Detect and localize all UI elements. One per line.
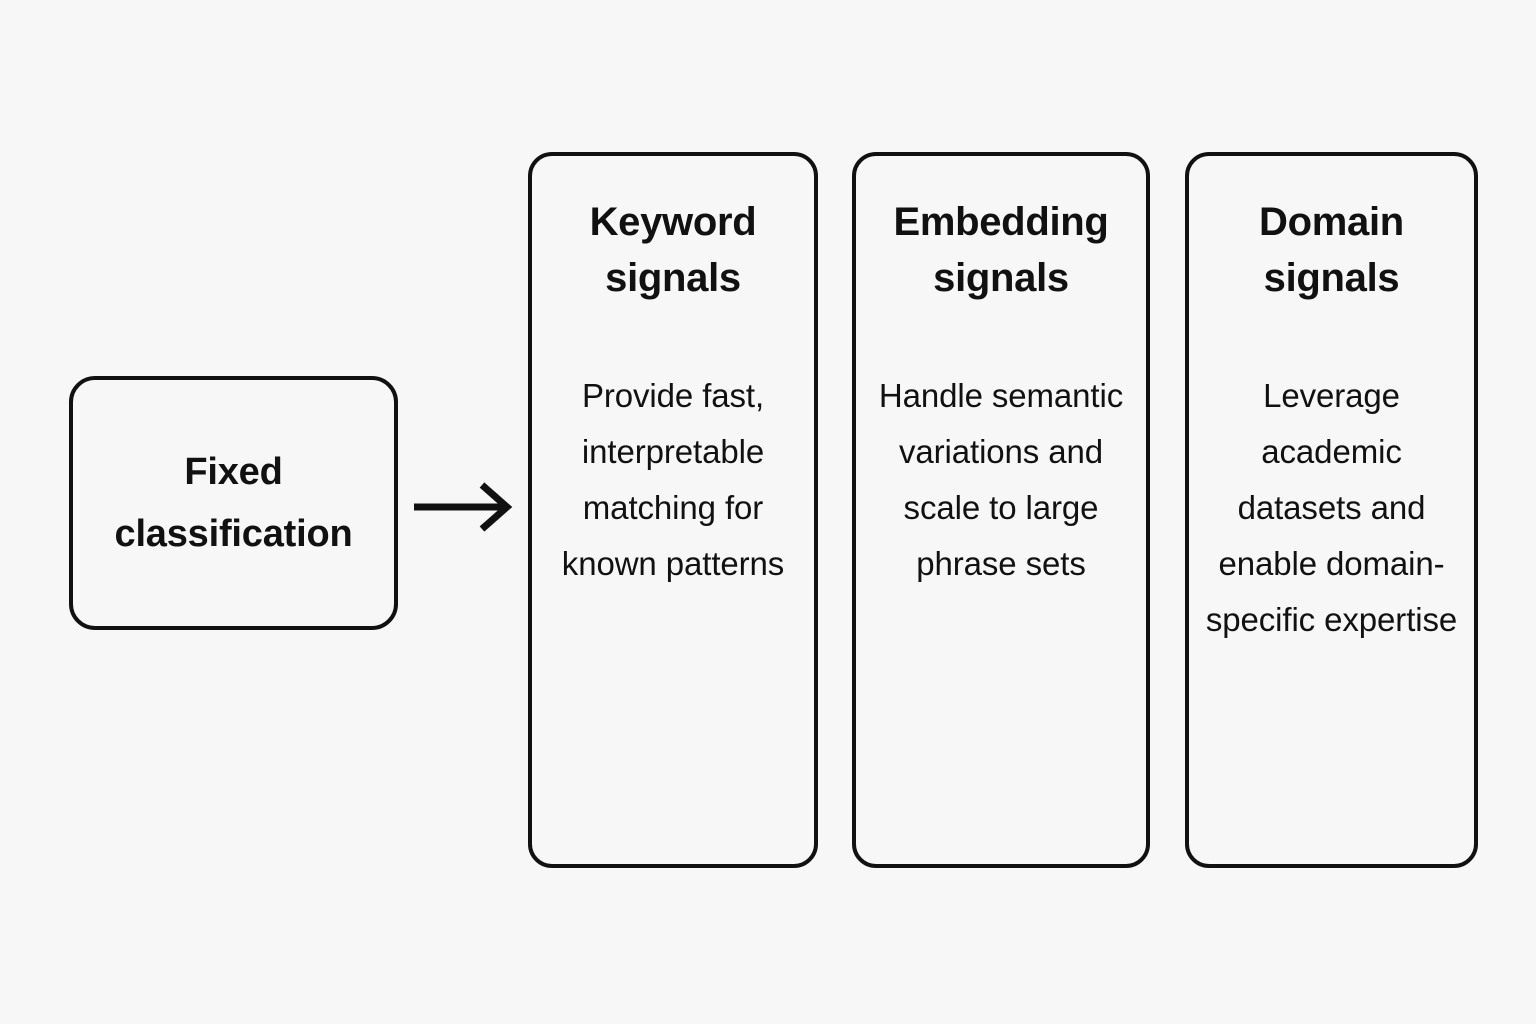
signal-card-embedding[interactable]: Embedding signals Handle semantic variat… (852, 152, 1150, 868)
arrow-right-icon (410, 478, 516, 536)
signal-card-title: Keyword signals (589, 200, 757, 300)
signal-card-title: Domain signals (1259, 200, 1404, 300)
signal-card-title: Embedding signals (893, 200, 1109, 300)
signal-card-body: Leverage academic datasets and enable do… (1205, 377, 1458, 638)
signal-card-body: Provide fast, interpretable matching for… (561, 377, 785, 582)
fixed-classification-label: Fixed classification (114, 451, 353, 555)
signal-card-keyword[interactable]: Keyword signals Provide fast, interpreta… (528, 152, 818, 868)
signal-card-domain[interactable]: Domain signals Leverage academic dataset… (1185, 152, 1478, 868)
signal-card-body: Handle semantic variations and scale to … (878, 377, 1124, 582)
fixed-classification-box[interactable]: Fixed classification (69, 376, 398, 630)
